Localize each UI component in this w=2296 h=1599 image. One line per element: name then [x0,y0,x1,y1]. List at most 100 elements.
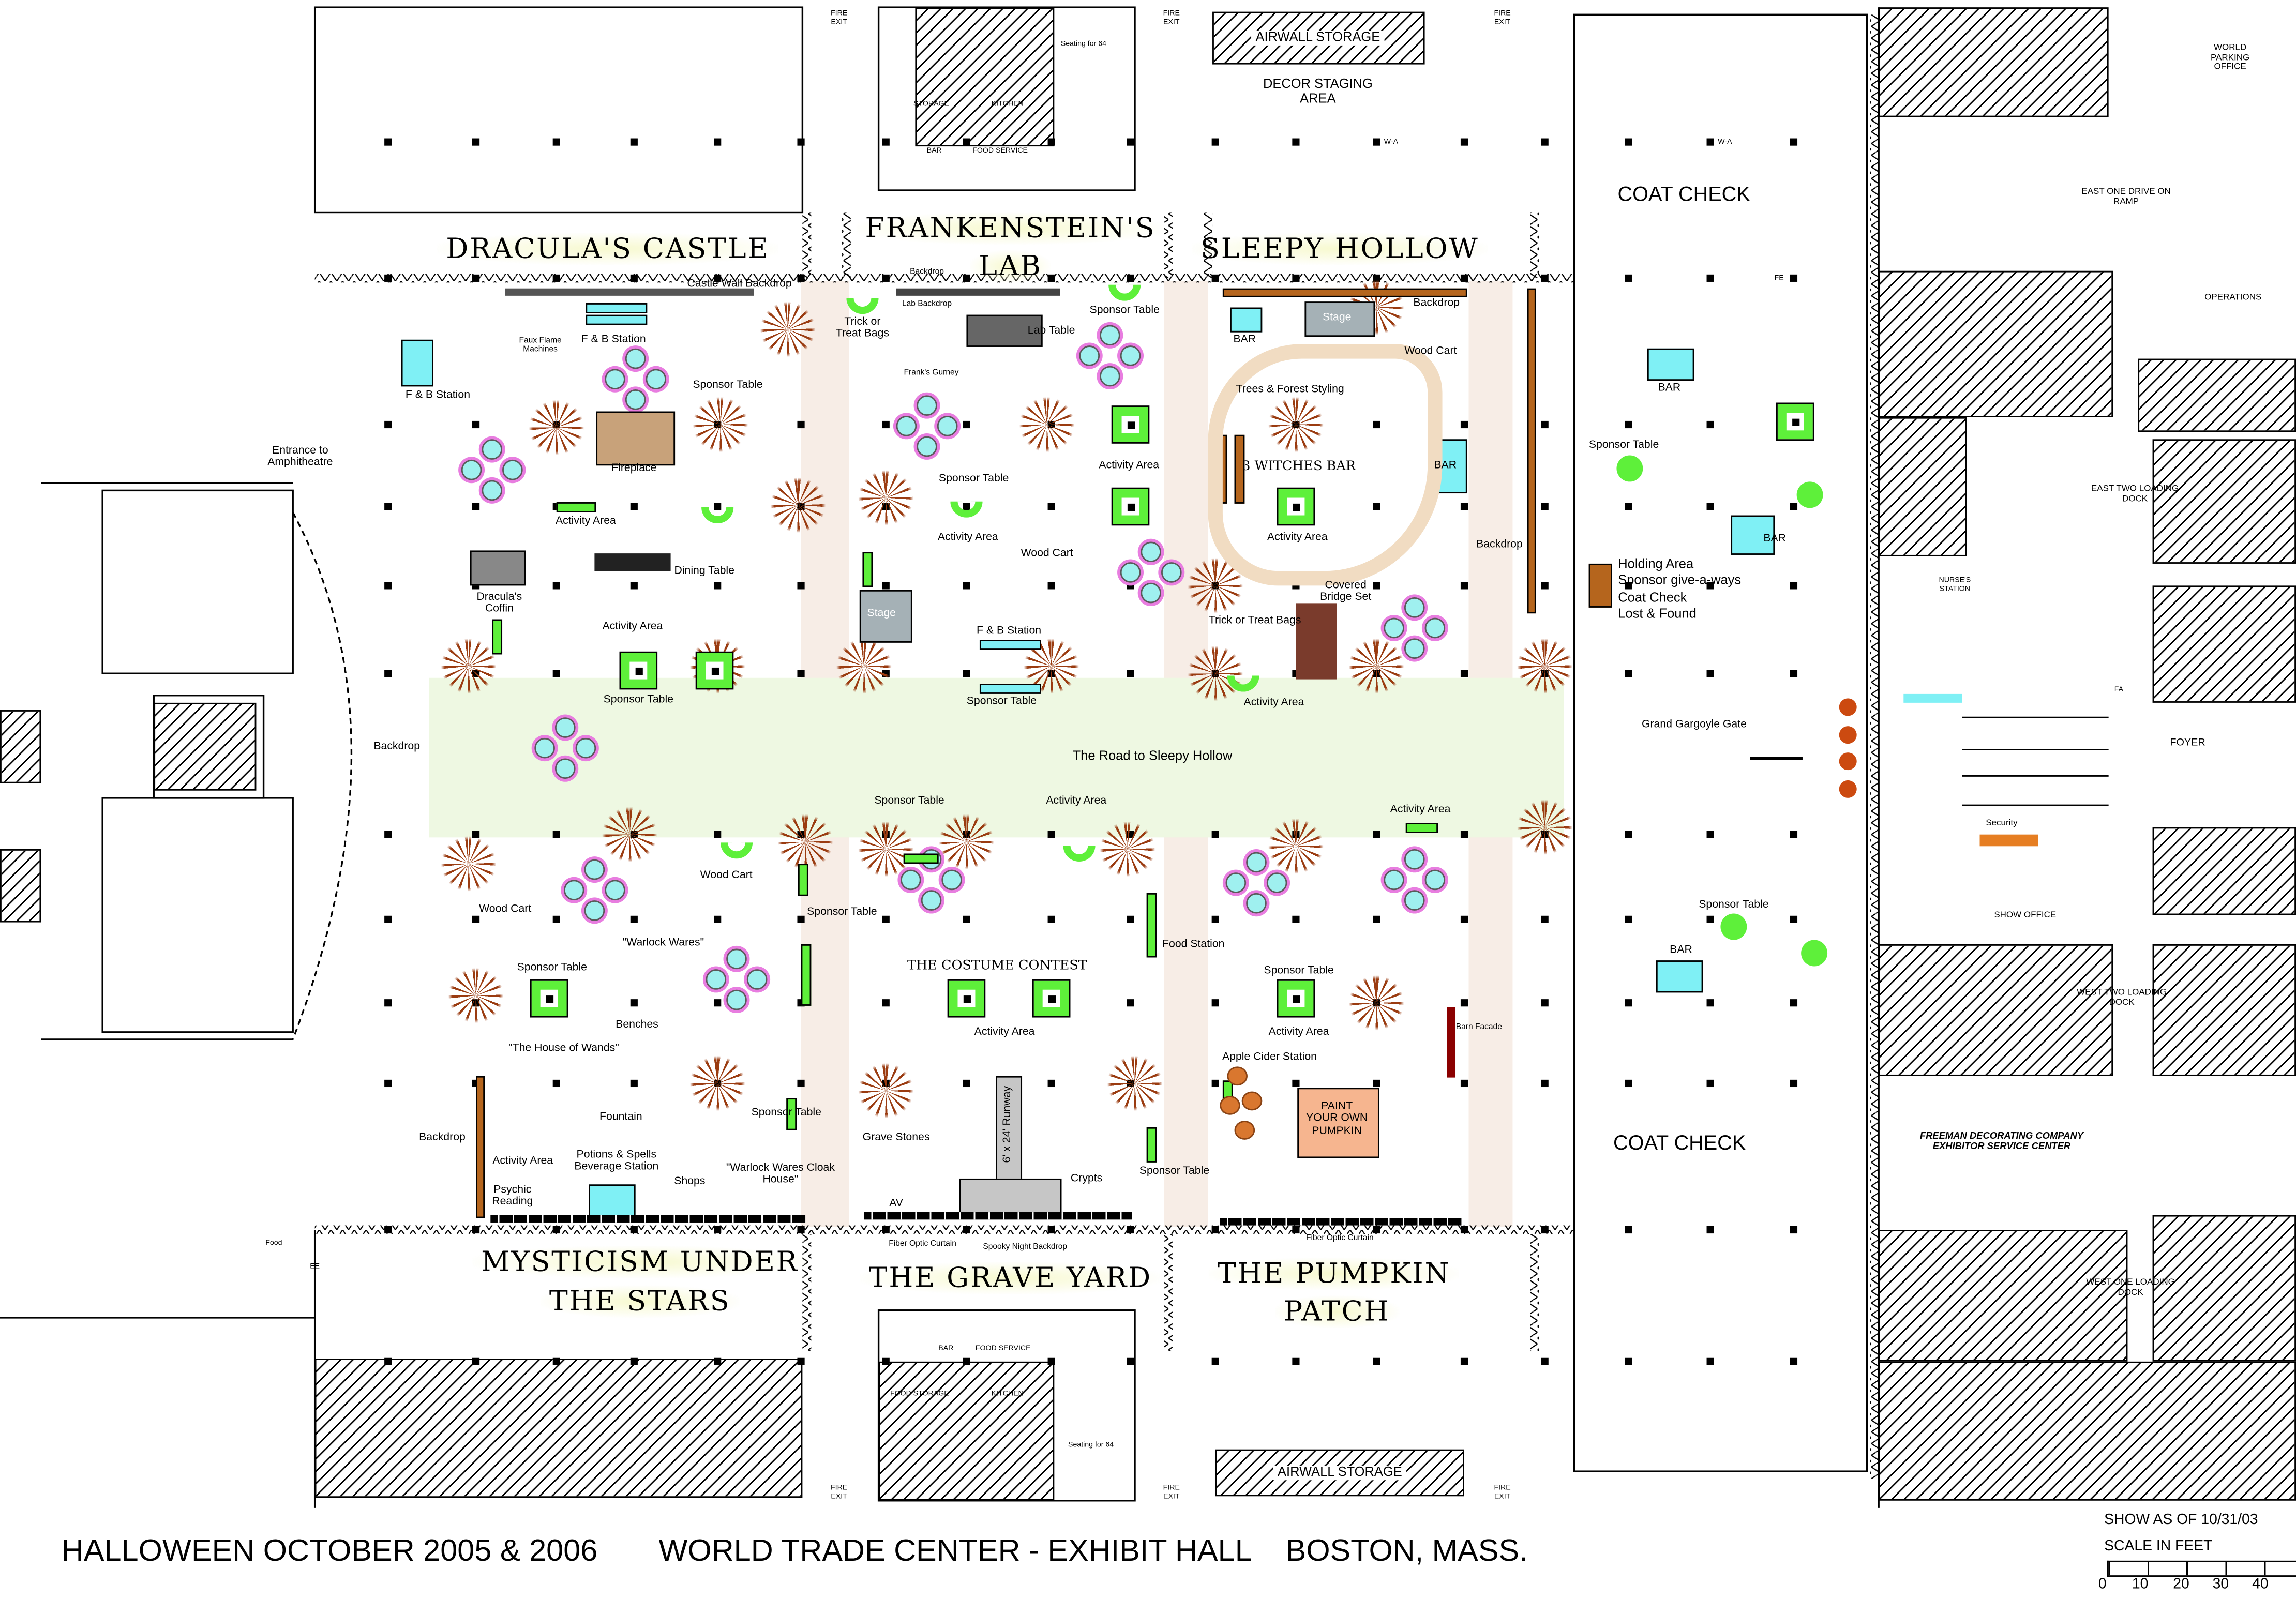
round-table-cluster [1384,849,1446,911]
column-marker [1047,138,1055,146]
hall-label: Wood Cart [700,868,753,881]
tree-icon [836,638,892,694]
column-marker [1460,915,1468,923]
wa-label: W-A [1718,138,1732,147]
column-marker [797,1357,805,1365]
column-marker [1790,831,1798,838]
column-marker [963,1226,970,1234]
column-marker [963,582,970,590]
tree-icon [441,638,497,694]
bar-counter [1647,348,1694,381]
ee-label: EE [310,1262,320,1272]
round-table-cluster [563,859,625,921]
column-marker [1460,420,1468,429]
round-table [482,439,503,460]
column-marker [1790,670,1798,677]
hall-label: Benches [616,1017,658,1031]
column-marker [1211,915,1219,923]
hatch-area [314,1359,803,1498]
column-marker [472,138,480,146]
hall-label: PAINT YOUR OWN PUMPKIN [1306,1099,1368,1137]
holding-item: Sponsor give-a-ways [1618,572,1742,587]
column-marker [1706,274,1714,282]
column-marker [1541,999,1549,1007]
column-marker [1624,1357,1632,1365]
round-table [937,416,958,436]
round-table [917,436,937,457]
footer-title: HALLOWEEN OCTOBER 2005 & 2006 WORLD TRAD… [62,1534,1528,1570]
round-table [1120,345,1141,366]
column-marker [1292,274,1300,282]
hall-label: Frank's Gurney [904,369,959,378]
column-marker [1127,274,1134,282]
round-table [534,737,555,759]
column-marker [1047,1079,1055,1088]
column-marker [1541,420,1549,429]
hatch-area [2138,358,2296,432]
column-marker [797,670,805,677]
tree-icon [777,814,833,870]
column-marker [963,915,970,923]
column-marker [1047,503,1055,510]
column-marker [384,1079,392,1088]
round-table [726,989,747,1010]
bar-counter [586,314,648,325]
round-table [1404,638,1425,659]
column-marker [1460,1226,1468,1234]
zone-title-patch: PATCH [1275,1295,1399,1328]
column-marker [384,670,392,677]
hall-label: Barn Facade [1455,1023,1502,1032]
column-marker [1127,582,1134,590]
decor-staging-area: DECOR STAGING AREA [1263,76,1373,105]
hatch-area [1879,944,2113,1076]
hall-label: Shops [674,1174,706,1187]
column-marker [384,420,392,429]
hatch-area [2152,439,2296,564]
fiber-optic-curtain [1220,1218,1462,1226]
round-table [1100,366,1120,387]
column-marker [472,915,480,923]
column-marker [630,1079,638,1088]
column-marker [1541,582,1549,590]
castle-wall-backdrop [505,288,754,296]
column-marker [714,1226,722,1234]
bar-counter [589,1184,636,1217]
pumpkin-icon [1234,1121,1255,1140]
column-marker [1624,503,1632,510]
hatch-area [2152,1215,2296,1362]
column-marker [1460,582,1468,590]
round-table-cluster [534,717,596,779]
seating-label: Seating for 64 [1060,40,1107,49]
column-marker [1706,1226,1714,1234]
round-table [706,969,727,990]
tree-icon [1348,975,1404,1031]
column-marker [882,420,890,429]
column-marker [1373,915,1380,923]
zone-title-grave-yard: THE GRAVE YARD [860,1262,1161,1294]
sponsor-table-square [695,651,734,690]
hatch-area [0,710,41,783]
column-marker [630,582,638,590]
column-marker [630,138,638,146]
hall-label: Fiber Optic Curtain [889,1240,956,1249]
lab-backdrop [896,288,1060,296]
hall-label: Sponsor Table [1264,963,1334,976]
tree-icon [760,301,816,357]
hall-label: THE COSTUME CONTEST [907,959,1087,974]
hatch-area [0,849,41,923]
draculas-coffin [470,550,526,586]
hall-label: Covered Bridge Set [1320,578,1372,604]
stairs [154,702,257,791]
bar-counter [586,303,648,313]
column-marker [1706,582,1714,590]
column-marker [1373,1079,1380,1088]
round-table-cluster [1225,852,1287,914]
road-label: The Road to Sleepy Hollow [1072,748,1233,763]
hall-label: Activity Area [492,1153,553,1167]
column-marker [963,1357,970,1365]
column-marker [1292,138,1300,146]
east-two: EAST TWO LOADING DOCK [2091,485,2179,504]
hall-label: Activity Area [1268,1024,1329,1038]
round-table [605,369,625,390]
column-marker [1790,999,1798,1007]
